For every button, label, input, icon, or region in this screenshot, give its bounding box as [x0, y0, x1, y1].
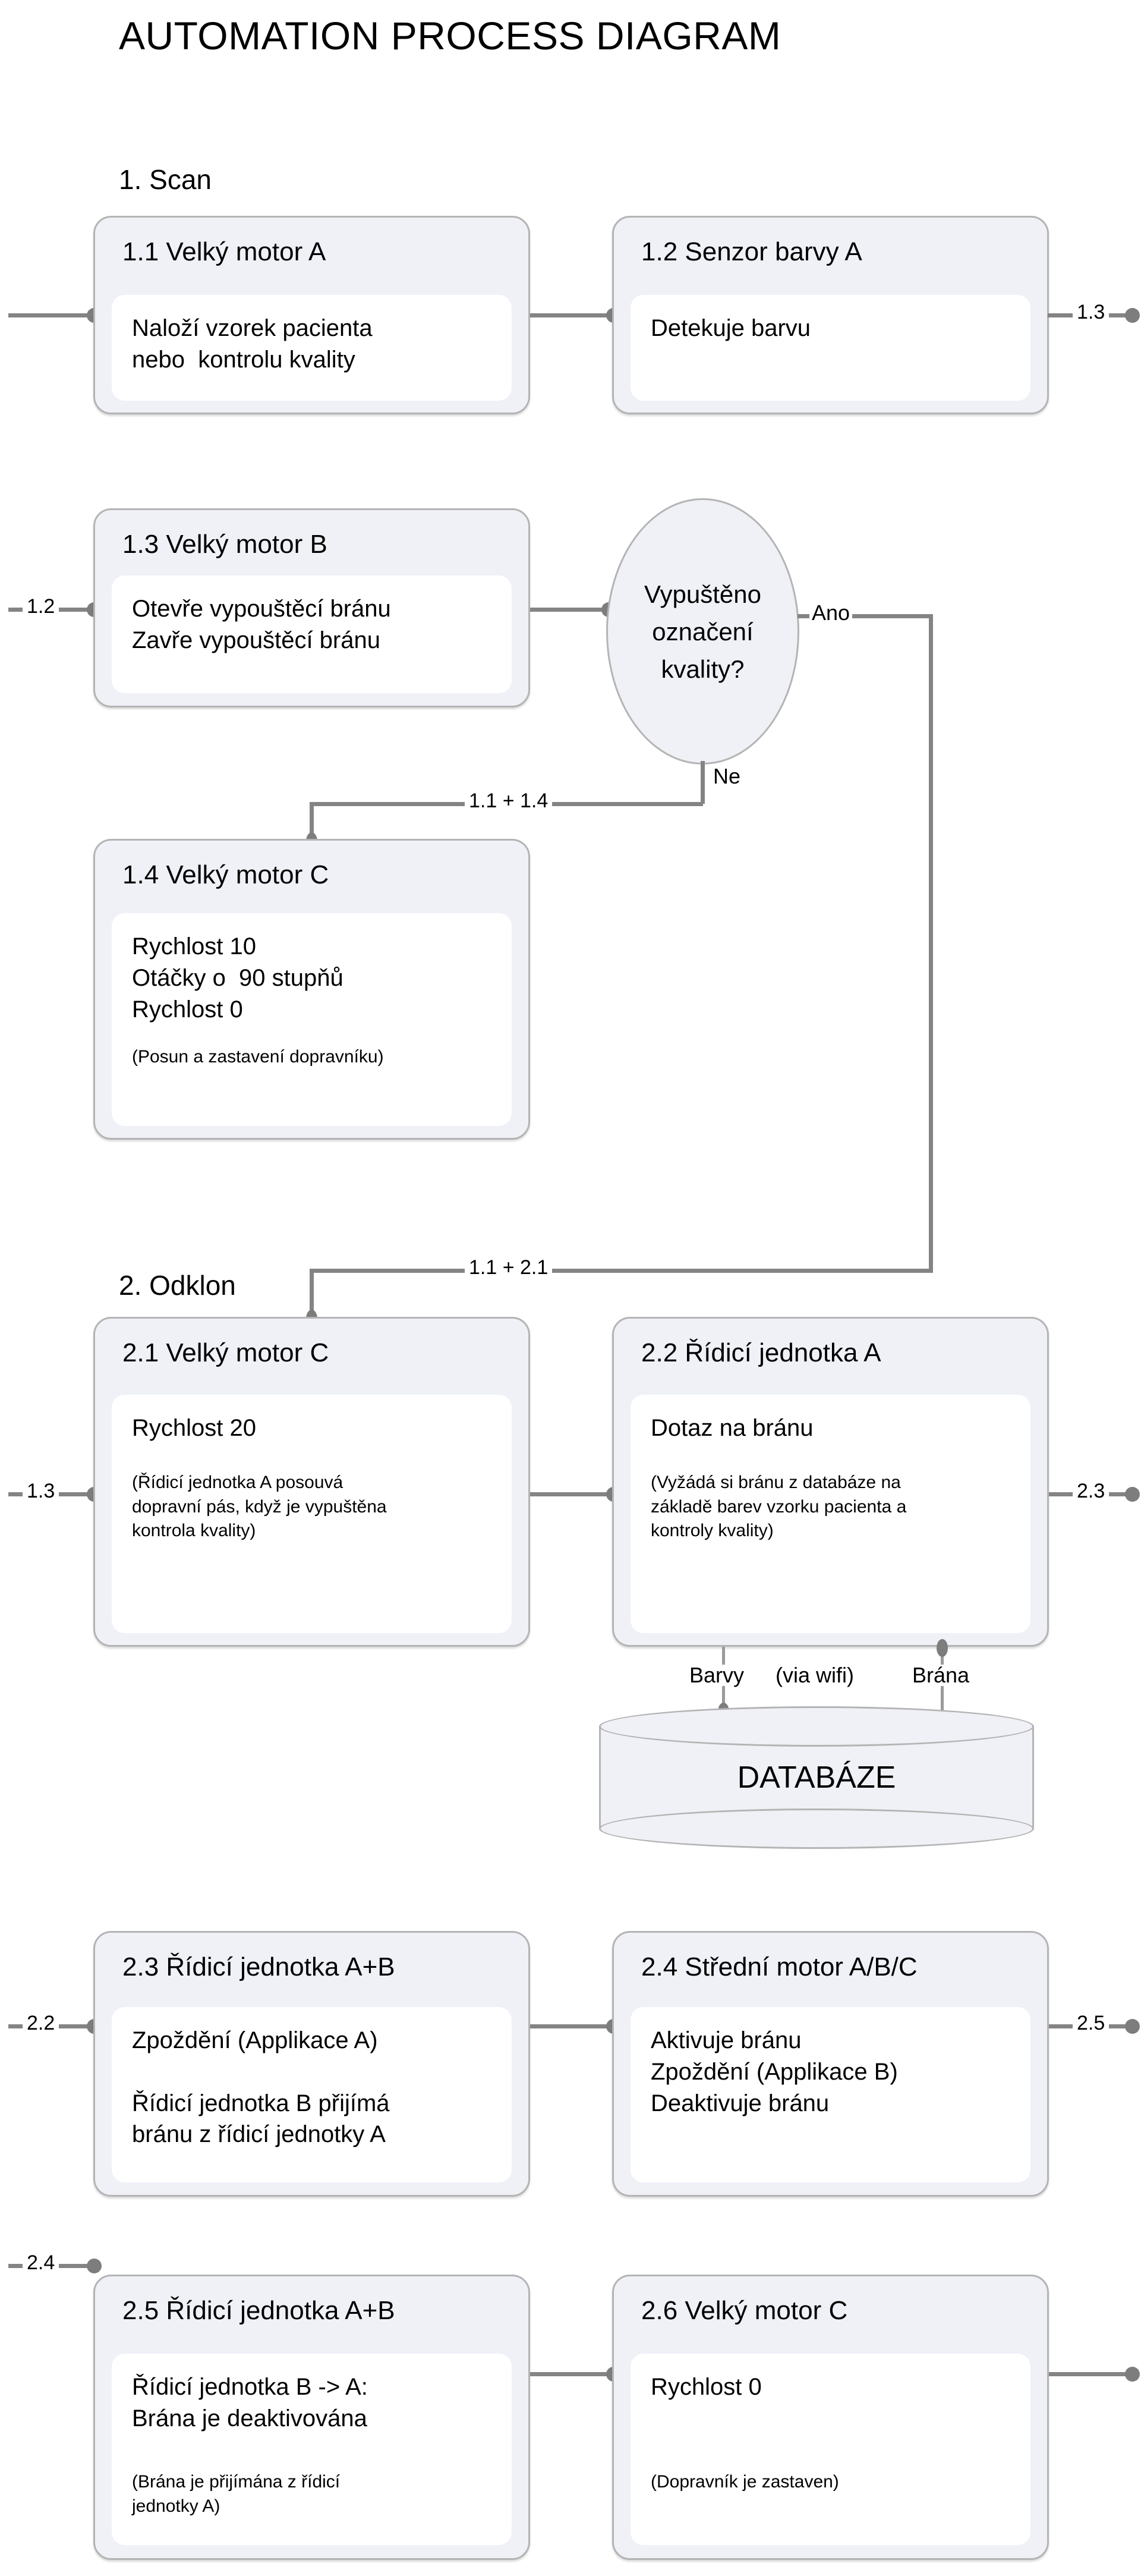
node-2-3-body: Zpoždění (Applikace A) Řídicí jednotka B… — [112, 2007, 512, 2182]
node-2-4-body: Aktivuje bránu Zpoždění (Applikace B) De… — [631, 2007, 1030, 2182]
node-1-3-title: 1.3 Velký motor B — [122, 530, 327, 559]
decision-text: Vypuštěno označení kvality? — [644, 580, 761, 683]
decision-quality-released[interactable]: Vypuštěno označení kvality? — [606, 498, 799, 765]
edge-2-1-to-2-2 — [530, 1492, 618, 1496]
node-1-3[interactable]: 1.3 Velký motor B Otevře vypouštěcí brán… — [93, 508, 530, 707]
node-1-4-title: 1.4 Velký motor C — [122, 860, 329, 889]
database-top-ellipse — [599, 1706, 1034, 1747]
edge-down-to-2-1 — [310, 1269, 314, 1319]
node-2-5-body: Řídicí jednotka B -> A: Brána je deaktiv… — [112, 2354, 512, 2545]
section-label-odklon: 2. Odklon — [119, 1270, 236, 1301]
node-2-4-text: Aktivuje bránu Zpoždění (Applikace B) De… — [651, 2027, 898, 2116]
edge-decision-yes — [798, 614, 933, 618]
edge-label-1-1-plus-1-4: 1.1 + 1.4 — [465, 791, 553, 811]
edge-label-ne: Ne — [713, 764, 741, 788]
port-dot-in-2-5 — [87, 2259, 102, 2273]
edge-label-out-2-5: 2.5 — [1073, 2013, 1110, 2033]
node-2-5-title: 2.5 Řídicí jednotka A+B — [122, 2296, 395, 2325]
edge-label-in-2-4: 2.4 — [23, 2253, 59, 2273]
node-1-1-body: Naloží vzorek pacienta nebo kontrolu kva… — [112, 295, 512, 401]
node-2-2-note: (Vyžádá si bránu z databáze na základě b… — [651, 1473, 907, 1540]
node-1-4-body: Rychlost 10 Otáčky o 90 stupňů Rychlost … — [112, 913, 512, 1126]
node-2-1[interactable]: 2.1 Velký motor C Rychlost 20 (Řídicí je… — [93, 1317, 530, 1647]
node-1-4[interactable]: 1.4 Velký motor C Rychlost 10 Otáčky o 9… — [93, 839, 530, 1140]
edge-label-ano: Ano — [809, 602, 853, 624]
node-2-2[interactable]: 2.2 Řídicí jednotka A Dotaz na bránu (Vy… — [612, 1317, 1049, 1647]
port-dot-db-brana — [937, 1639, 948, 1657]
edge-no-down-to-1-4 — [310, 802, 314, 845]
node-2-6-title: 2.6 Velký motor C — [641, 2296, 848, 2325]
node-2-1-note: (Řídicí jednotka A posouvá dopravní pás,… — [132, 1473, 387, 1540]
node-1-2[interactable]: 1.2 Senzor barvy A Detekuje barvu — [612, 216, 1049, 414]
node-2-3-title: 2.3 Řídicí jednotka A+B — [122, 1952, 395, 1981]
node-2-4[interactable]: 2.4 Střední motor A/B/C Aktivuje bránu Z… — [612, 1931, 1049, 2197]
node-1-3-text: Otevře vypouštěcí bránu Zavře vypouštěcí… — [132, 596, 391, 653]
edge-entry-row1 — [8, 313, 96, 317]
edge-label-in-2-2: 2.2 — [23, 2013, 59, 2033]
node-1-2-title: 1.2 Senzor barvy A — [641, 237, 862, 266]
node-2-5-note: (Brána je přijímána z řídicí jednotky A) — [132, 2472, 341, 2516]
node-2-5[interactable]: 2.5 Řídicí jednotka A+B Řídicí jednotka … — [93, 2275, 530, 2560]
node-1-1[interactable]: 1.1 Velký motor A Naloží vzorek pacienta… — [93, 216, 530, 414]
node-2-2-text: Dotaz na bránu — [651, 1415, 814, 1441]
edge-label-1-1-plus-2-1: 1.1 + 2.1 — [465, 1257, 553, 1278]
edge-label-out-1-3: 1.3 — [1073, 302, 1110, 322]
edge-label-in-1-3: 1.3 — [23, 1481, 59, 1501]
node-2-6-body: Rychlost 0 (Dopravník je zastaven) — [631, 2354, 1030, 2545]
db-link-label-brana: Brána — [909, 1665, 973, 1686]
node-2-4-title: 2.4 Střední motor A/B/C — [641, 1952, 918, 1981]
edge-decision-yes-down — [929, 614, 933, 1271]
edge-1-3-to-decision — [530, 608, 613, 612]
node-2-2-body: Dotaz na bránu (Vyžádá si bránu z databá… — [631, 1395, 1030, 1633]
node-1-1-text: Naloží vzorek pacienta nebo kontrolu kva… — [132, 315, 373, 373]
node-2-5-text: Řídicí jednotka B -> A: Brána je deaktiv… — [132, 2374, 368, 2432]
port-dot-out-row1 — [1125, 308, 1140, 323]
edge-2-5-to-2-6 — [530, 2372, 618, 2376]
node-2-3-text: Zpoždění (Applikace A) Řídicí jednotka B… — [132, 2027, 390, 2148]
port-dot-out-row4 — [1125, 2019, 1140, 2034]
node-2-6-text: Rychlost 0 — [651, 2374, 762, 2400]
section-label-scan: 1. Scan — [119, 164, 212, 195]
database-label: DATABÁZE — [737, 1760, 896, 1795]
db-link-label-wifi: (via wifi) — [773, 1665, 857, 1686]
node-2-6[interactable]: 2.6 Velký motor C Rychlost 0 (Dopravník … — [612, 2275, 1049, 2560]
edge-2-3-to-2-4 — [530, 2024, 618, 2028]
database-cylinder[interactable]: DATABÁZE — [599, 1706, 1034, 1849]
node-1-2-text: Detekuje barvu — [651, 315, 811, 341]
node-1-2-body: Detekuje barvu — [631, 295, 1030, 401]
node-2-1-text: Rychlost 20 — [132, 1415, 256, 1441]
db-link-label-barvy: Barvy — [686, 1665, 748, 1686]
edge-label-in-1-2: 1.2 — [23, 596, 59, 617]
node-1-4-note: (Posun a zastavení dopravníku) — [132, 1047, 384, 1067]
edge-exit-row5 — [1049, 2372, 1132, 2376]
edge-1-1-plus-2-1 — [310, 1269, 933, 1273]
node-1-1-title: 1.1 Velký motor A — [122, 237, 326, 266]
node-2-2-title: 2.2 Řídicí jednotka A — [641, 1338, 881, 1367]
edge-1-1-to-1-2 — [530, 313, 618, 317]
edge-decision-no-down — [701, 761, 705, 804]
node-1-3-body: Otevře vypouštěcí bránu Zavře vypouštěcí… — [112, 575, 512, 693]
node-2-6-note: (Dopravník je zastaven) — [651, 2472, 839, 2492]
node-2-1-title: 2.1 Velký motor C — [122, 1338, 329, 1367]
database-bottom-ellipse — [599, 1808, 1034, 1849]
edge-label-out-2-3: 2.3 — [1073, 1481, 1110, 1501]
node-2-3[interactable]: 2.3 Řídicí jednotka A+B Zpoždění (Applik… — [93, 1931, 530, 2197]
node-2-1-body: Rychlost 20 (Řídicí jednotka A posouvá d… — [112, 1395, 512, 1633]
page-title: AUTOMATION PROCESS DIAGRAM — [119, 14, 781, 58]
node-1-4-text: Rychlost 10 Otáčky o 90 stupňů Rychlost … — [132, 933, 343, 1023]
port-dot-out-row3 — [1125, 1487, 1140, 1502]
port-dot-out-row5 — [1125, 2367, 1140, 2382]
